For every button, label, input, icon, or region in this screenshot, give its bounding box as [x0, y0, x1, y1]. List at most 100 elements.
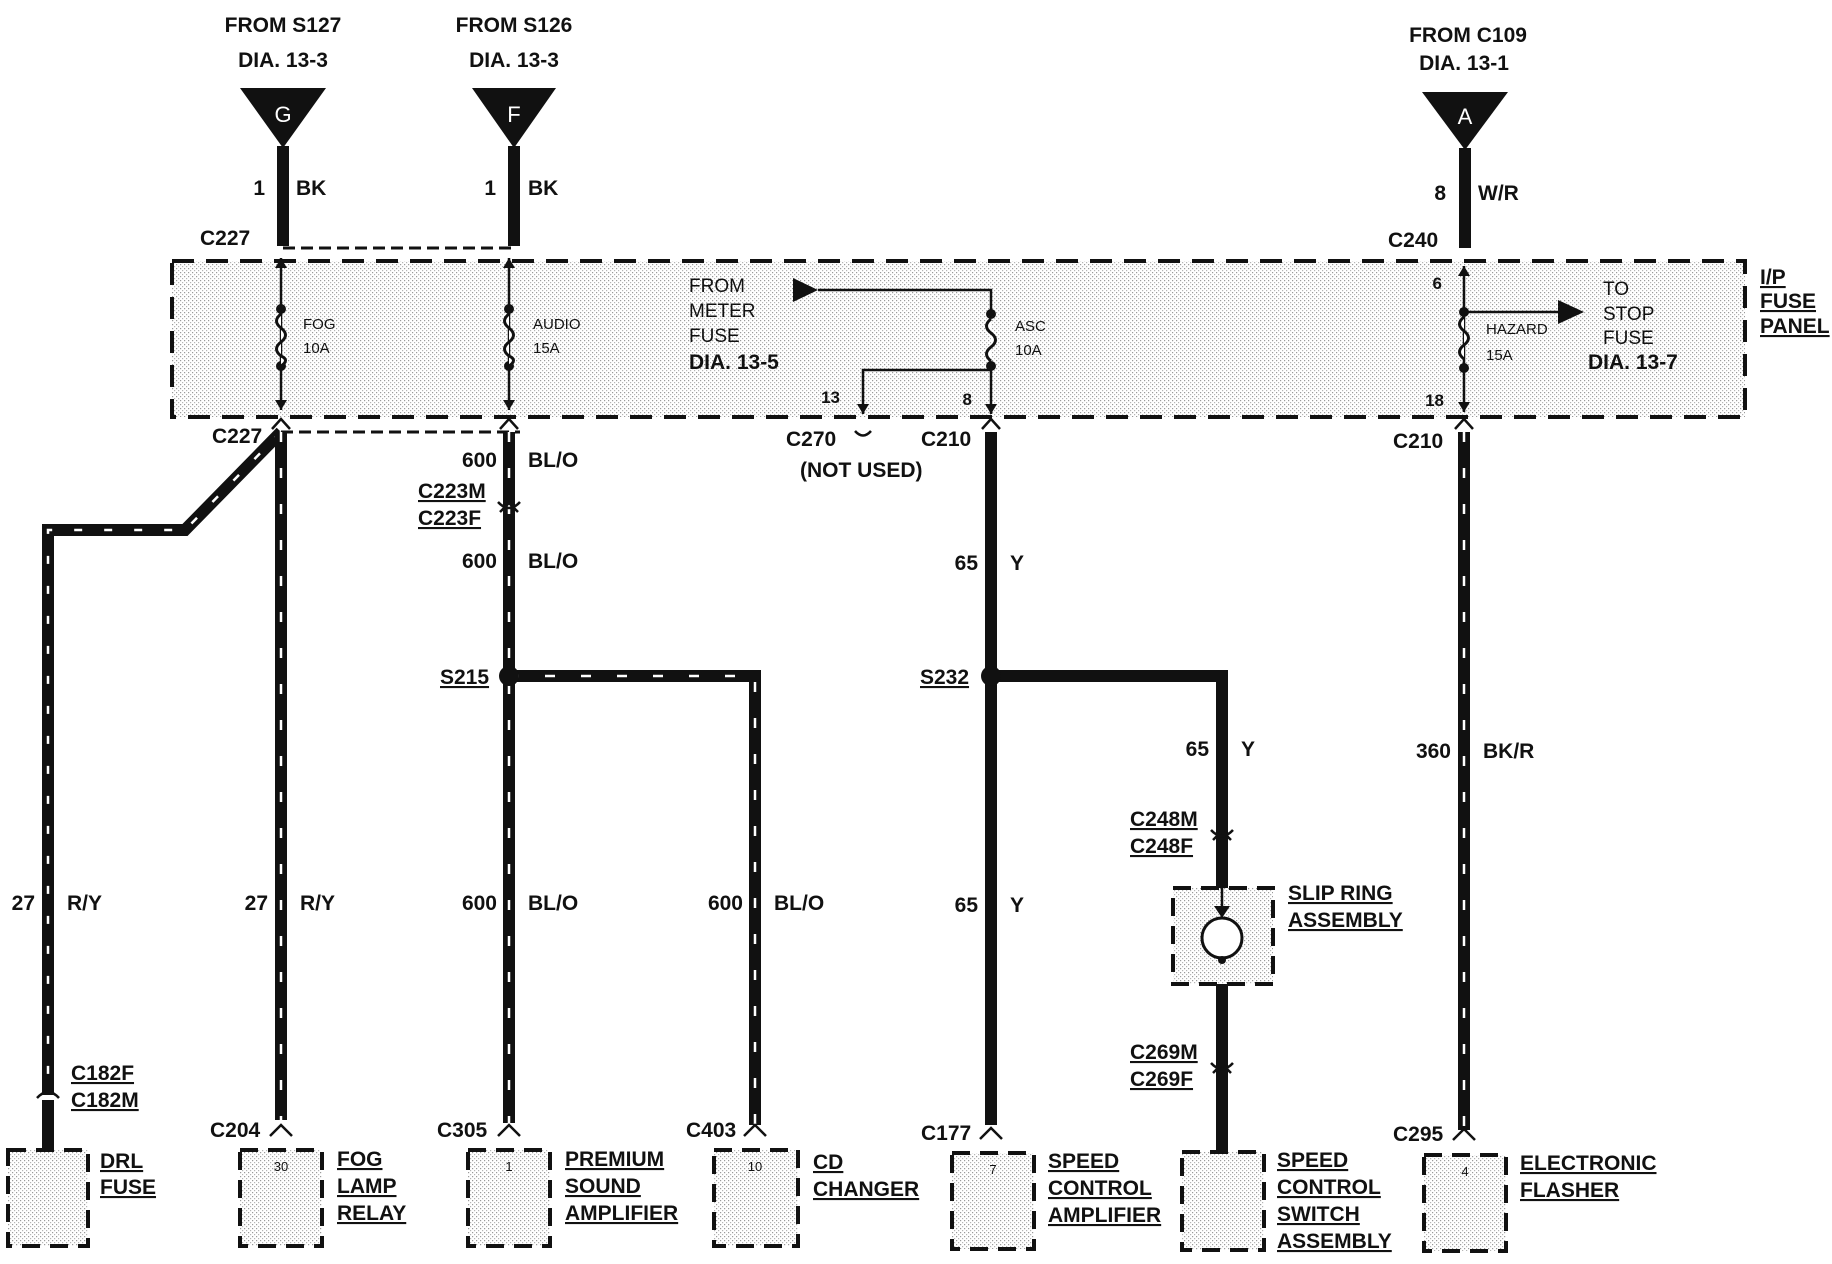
svg-text:C223F: C223F	[418, 507, 481, 530]
source-f: FROM S126 DIA. 13-3 F 1 BK	[456, 14, 573, 200]
svg-text:CONTROL: CONTROL	[1277, 1176, 1381, 1199]
svg-text:LAMP: LAMP	[337, 1175, 397, 1198]
source-g: FROM S127 DIA. 13-3 G 1 BK	[225, 14, 342, 200]
svg-text:DIA. 13-7: DIA. 13-7	[1588, 351, 1678, 374]
w27b-color: R/Y	[300, 892, 335, 915]
panel-name-line-2: FUSE	[1760, 290, 1816, 313]
svg-text:FUSE: FUSE	[1603, 328, 1654, 349]
svg-text:SWITCH: SWITCH	[1277, 1203, 1360, 1226]
c270-label: C270	[786, 428, 836, 451]
w65b-num: 65	[955, 894, 979, 917]
c204-label: C204	[210, 1119, 261, 1142]
svg-text:C223M: C223M	[418, 480, 486, 503]
svg-text:DIA. 13-5: DIA. 13-5	[689, 351, 779, 374]
fuse-fog-name: FOG	[303, 316, 336, 333]
splice-s232	[981, 666, 1001, 686]
w600d-num: 600	[708, 892, 743, 915]
fuse-hazard-name: HAZARD	[1486, 321, 1548, 338]
w600a-num: 600	[462, 449, 497, 472]
pin-6: 6	[1433, 274, 1442, 293]
svg-text:RELAY: RELAY	[337, 1202, 406, 1225]
svg-text:METER: METER	[689, 301, 756, 322]
w27a-color: R/Y	[67, 892, 102, 915]
w600c-color: BL/O	[528, 892, 578, 915]
svg-text:FUSE: FUSE	[689, 326, 740, 347]
svg-text:SOUND: SOUND	[565, 1175, 641, 1198]
source-a-dia: DIA. 13-1	[1419, 52, 1509, 75]
svg-text:30: 30	[274, 1159, 288, 1174]
svg-text:1: 1	[505, 1159, 512, 1174]
svg-text:PREMIUM: PREMIUM	[565, 1148, 664, 1171]
source-a-pin: 8	[1434, 182, 1446, 205]
meter-feed-arrow-icon	[793, 278, 818, 302]
splice-s215	[499, 666, 519, 686]
ip-fuse-panel	[170, 259, 1747, 419]
c177-label: C177	[921, 1122, 971, 1145]
w360-num: 360	[1416, 740, 1451, 763]
component-electronic-flasher: C295 4 ELECTRONIC FLASHER	[1393, 1123, 1657, 1253]
w65a-color: Y	[1010, 552, 1024, 575]
source-a-triangle-icon	[1422, 92, 1508, 150]
to-stop-arrow-icon	[1558, 300, 1584, 324]
component-cd-changer: C403 10 CD CHANGER	[686, 1119, 919, 1248]
svg-text:AMPLIFIER: AMPLIFIER	[1048, 1204, 1161, 1227]
c227-bottom-label: C227	[212, 425, 262, 448]
c305-label: C305	[437, 1119, 488, 1142]
fuse-asc-name: ASC	[1015, 318, 1046, 335]
c270-chevron-icon	[854, 430, 872, 437]
fuse-asc-rating: 10A	[1015, 342, 1042, 359]
c295-label: C295	[1393, 1123, 1444, 1146]
slip-ring-icon	[1200, 916, 1244, 960]
fuse-asc: ASC 10A 13 8	[793, 278, 1046, 414]
source-g-color: BK	[296, 177, 326, 200]
s215-label: S215	[440, 666, 489, 689]
panel-name-line-3: PANEL	[1760, 315, 1830, 338]
svg-text:C269F: C269F	[1130, 1068, 1193, 1091]
c600-chevron-icon	[499, 417, 519, 430]
source-g-from: FROM S127	[225, 14, 342, 37]
c210-a-chevron-icon	[981, 417, 1001, 430]
w600b-color: BL/O	[528, 550, 578, 573]
w27a-num: 27	[12, 892, 35, 915]
svg-text:C182F: C182F	[71, 1062, 134, 1085]
c210-b-chevron-icon	[1454, 417, 1474, 430]
c223-connector: C223M C223F	[418, 480, 521, 530]
source-g-letter: G	[274, 102, 291, 127]
svg-text:C269M: C269M	[1130, 1041, 1198, 1064]
svg-text:CD: CD	[813, 1151, 843, 1174]
w65c-num: 65	[1186, 738, 1210, 761]
svg-text:AMPLIFIER: AMPLIFIER	[565, 1202, 678, 1225]
source-g-triangle-icon	[240, 88, 326, 148]
c182-connector: C182F C182M	[36, 1062, 139, 1150]
svg-text:C182M: C182M	[71, 1089, 139, 1112]
c227-top-label: C227	[200, 227, 250, 250]
fuse-audio-rating: 15A	[533, 340, 560, 357]
pin-13: 13	[821, 388, 840, 407]
svg-text:FROM: FROM	[689, 276, 745, 297]
source-f-dia: DIA. 13-3	[469, 49, 559, 72]
source-f-letter: F	[507, 102, 520, 127]
w600b-num: 600	[462, 550, 497, 573]
c248-connector: C248M C248F	[1130, 808, 1234, 858]
fuse-audio: AUDIO 15A	[503, 258, 581, 410]
component-premium-sound-amplifier: C305 1 PREMIUM SOUND AMPLIFIER	[437, 1119, 678, 1248]
pin-18: 18	[1425, 391, 1444, 410]
panel-name: I/P FUSE PANEL	[1760, 266, 1830, 338]
pin-8: 8	[963, 390, 972, 409]
w600c-num: 600	[462, 892, 497, 915]
c269-connector: C269M C269F	[1130, 1041, 1234, 1091]
not-used-label: (NOT USED)	[800, 459, 923, 482]
source-a-from: FROM C109	[1409, 24, 1527, 47]
svg-text:CHANGER: CHANGER	[813, 1178, 919, 1201]
svg-text:10: 10	[748, 1159, 762, 1174]
svg-text:4: 4	[1461, 1164, 1468, 1179]
c210-b-label: C210	[1393, 430, 1443, 453]
fuse-fog: FOG 10A	[275, 258, 336, 410]
svg-text:ASSEMBLY: ASSEMBLY	[1277, 1230, 1392, 1253]
wire-65-slip	[991, 670, 1228, 888]
component-fog-lamp-relay: C204 30 FOG LAMP RELAY	[210, 1119, 406, 1248]
panel-name-line-1: I/P	[1760, 266, 1786, 289]
w65b-color: Y	[1010, 894, 1024, 917]
w360-color: BK/R	[1483, 740, 1534, 763]
